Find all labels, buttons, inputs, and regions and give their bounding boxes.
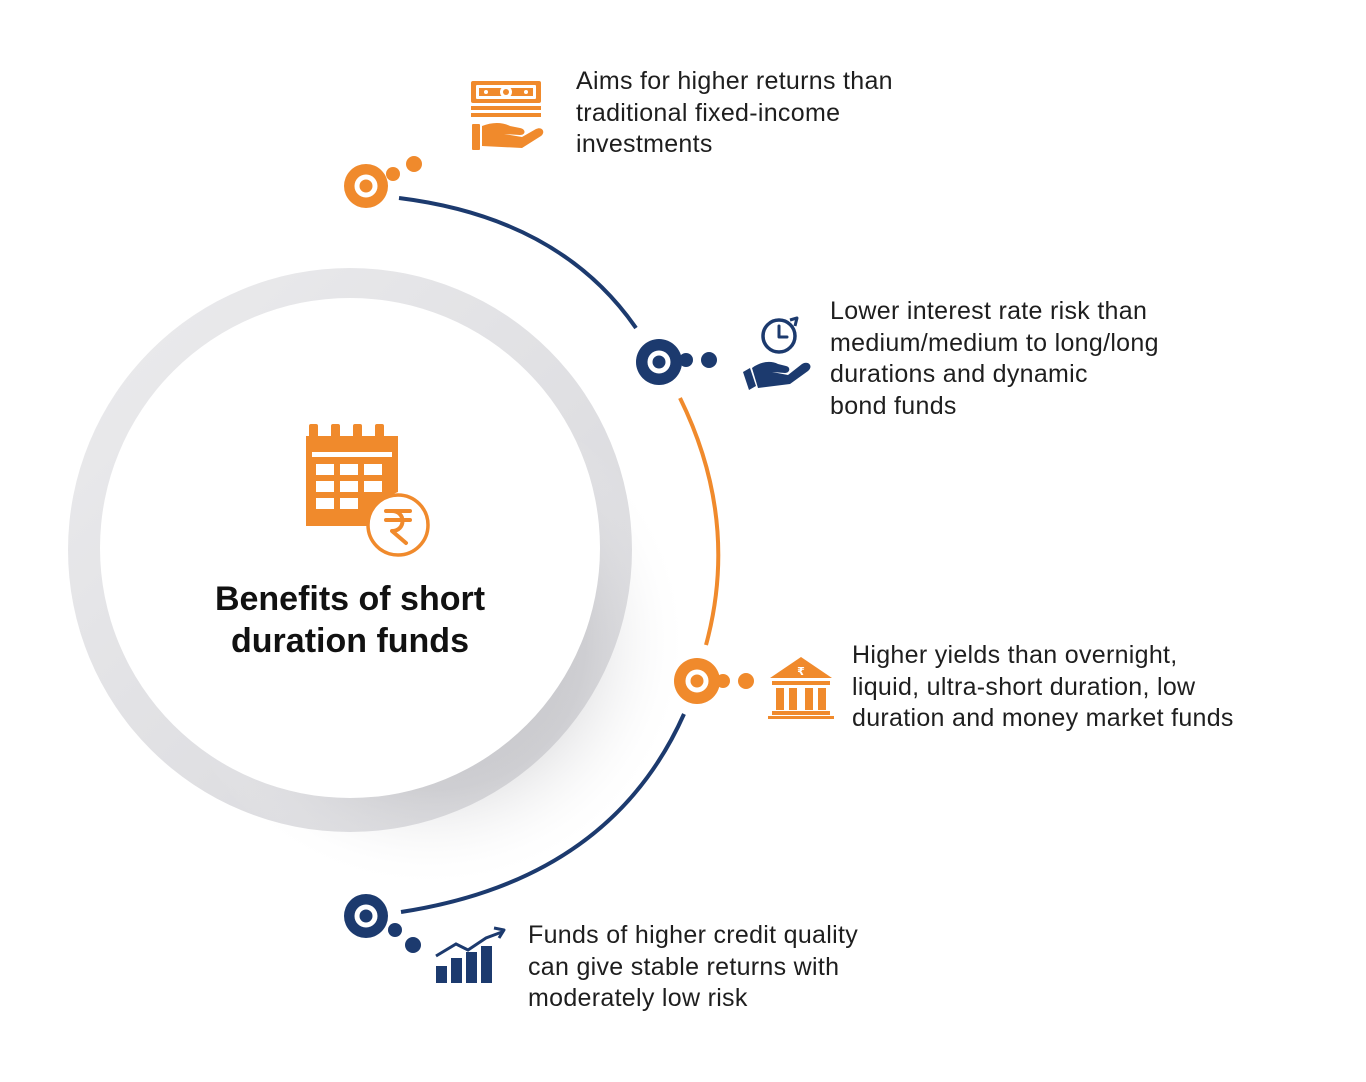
benefit-1-text: Aims for higher returns than traditional… xyxy=(576,66,893,161)
connector-arcs xyxy=(398,196,721,914)
benefit-2-line: bond funds xyxy=(830,391,957,420)
node-marker-1 xyxy=(344,156,422,208)
benefit-3-text: Higher yields than overnight, liquid, ul… xyxy=(852,640,1234,735)
benefit-4-line: can give stable returns with xyxy=(528,952,840,981)
growth-bar-chart-icon xyxy=(435,926,506,983)
center-title: Benefits of short duration funds xyxy=(150,578,550,662)
benefit-1-line: investments xyxy=(576,130,713,158)
benefit-2-text: Lower interest rate risk than medium/med… xyxy=(830,296,1159,422)
center-ring xyxy=(68,268,690,890)
node-marker-3 xyxy=(674,658,754,704)
benefit-3-line: liquid, ultra-short duration, low xyxy=(852,672,1196,701)
money-in-hand-icon xyxy=(471,81,544,150)
center-title-line-1: Benefits of short xyxy=(214,580,486,618)
benefit-1-line: traditional fixed-income xyxy=(576,98,841,127)
bank-icon: ₹ xyxy=(768,657,834,719)
benefit-3-line: Higher yields than overnight, xyxy=(852,641,1178,669)
svg-text:₹: ₹ xyxy=(797,665,805,678)
benefit-2-line: durations and dynamic xyxy=(830,360,1088,388)
arc-segment-2 xyxy=(678,397,721,646)
benefit-4-text: Funds of higher credit quality can give … xyxy=(528,920,858,1015)
benefit-4-line: Funds of higher credit quality xyxy=(528,921,859,949)
benefit-4-line: moderately low risk xyxy=(528,984,748,1012)
benefit-1-line: Aims for higher returns than xyxy=(576,67,893,95)
benefit-2-line: Lower interest rate risk than xyxy=(830,297,1148,325)
node-marker-2 xyxy=(636,339,717,385)
clock-in-hand-icon xyxy=(743,316,811,390)
benefit-3-line: duration and money market funds xyxy=(852,704,1234,732)
center-title-line-2: duration funds xyxy=(231,622,469,660)
benefit-2-line: medium/medium to long/long xyxy=(830,328,1159,357)
calendar-rupee-icon xyxy=(306,424,430,557)
node-marker-4 xyxy=(344,894,421,953)
arc-segment-3 xyxy=(400,713,686,914)
arc-segment-1 xyxy=(398,196,638,330)
